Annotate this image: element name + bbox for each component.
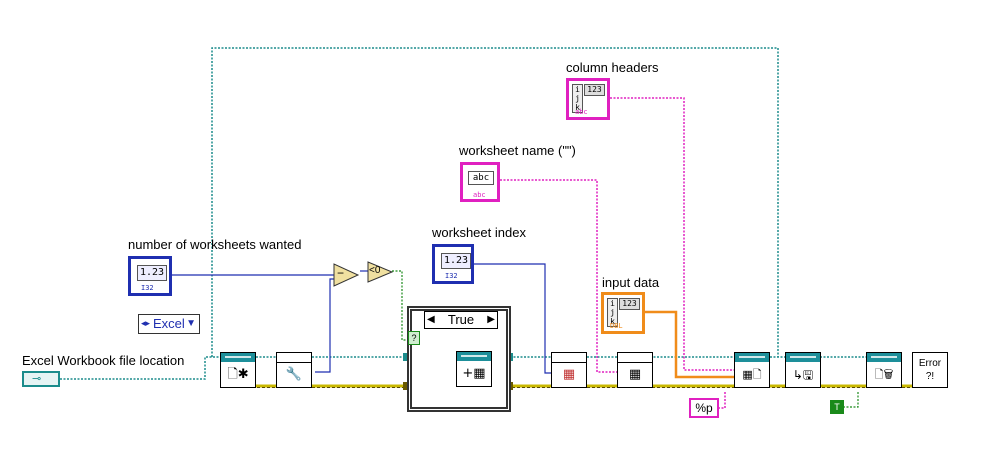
dbl-wire (645, 310, 740, 379)
case-structure[interactable]: ◀ True ▶ ? +▦ (407, 306, 511, 412)
wrench-icon: 🔧 (285, 367, 303, 382)
vi-header (786, 353, 820, 362)
dbl-type-tag: DBL (610, 322, 623, 330)
selector-value: True (447, 312, 475, 327)
boolean-true-constant[interactable]: T (830, 400, 844, 414)
save-icon: ↳🖫 (792, 368, 814, 382)
vi-header (277, 353, 311, 363)
save-report-vi[interactable]: ↳🖫 (785, 352, 821, 388)
vi-header (221, 353, 255, 362)
less-than-zero-operator[interactable] (367, 261, 394, 283)
input-data-control[interactable]: i j k 123 DBL (601, 292, 645, 334)
dispose-icon: 🗋🗑 (874, 368, 894, 381)
string-wire (500, 97, 740, 409)
vi-header (457, 352, 491, 361)
worksheet-index-label: worksheet index (432, 225, 526, 240)
vi-header (867, 353, 901, 362)
ring-increment-icon: ◂▸ (141, 319, 151, 329)
string-type-tag: abc (575, 108, 588, 116)
case-selector-terminal: ? (408, 331, 420, 345)
subtract-operator[interactable] (333, 263, 360, 287)
case-selector[interactable]: ◀ True ▶ (424, 311, 498, 329)
numeric-value-display: 1.23 (137, 265, 167, 281)
new-worksheet-vi[interactable]: +▦ (456, 351, 492, 387)
dispose-report-vi[interactable]: 🗋🗑 (866, 352, 902, 388)
chevron-down-icon[interactable]: ▼ (186, 318, 196, 329)
string-value-display: abc (468, 171, 494, 185)
worksheet-name-control[interactable]: abc abc (460, 162, 500, 202)
worksheet-icon: ▦ (628, 367, 642, 382)
selector-right-arrow[interactable]: ▶ (487, 314, 495, 325)
worksheet-index-control[interactable]: 1.23 I32 (432, 244, 474, 284)
numeric-value-display: 1.23 (441, 253, 471, 269)
selector-left-arrow[interactable]: ◀ (427, 314, 435, 325)
array-index-display: i j k (607, 298, 618, 327)
vi-header (618, 353, 652, 363)
ring-value: Excel (153, 316, 185, 331)
key-icon: ⊸ (32, 372, 42, 385)
report-type-ring[interactable]: ◂▸ Excel ▼ (138, 314, 200, 334)
worksheet-icon: ▦ (562, 367, 576, 382)
column-headers-label: column headers (566, 60, 659, 75)
select-worksheet-vi[interactable]: ▦ (551, 352, 587, 388)
format-string-constant[interactable]: %p (689, 398, 719, 418)
new-worksheet-icon: +▦ (462, 366, 486, 381)
append-table-icon: ▦🗋 (742, 368, 762, 381)
column-headers-control[interactable]: i j k 123 abc (566, 78, 610, 120)
set-property-vi[interactable]: 🔧 (276, 352, 312, 388)
vi-header (735, 353, 769, 362)
number-of-worksheets-label: number of worksheets wanted (128, 237, 302, 252)
number-of-worksheets-control[interactable]: 1.23 I32 (128, 256, 172, 296)
append-table-vi[interactable]: ▦🗋 (734, 352, 770, 388)
excel-file-location-control[interactable]: ⊸ (22, 371, 60, 387)
array-index-display: i j k (572, 84, 583, 113)
numeric-type-tag: I32 (445, 272, 458, 280)
new-report-icon: 🗋✱ (227, 367, 249, 382)
error-icon: Error ?! (918, 358, 942, 382)
excel-file-location-label: Excel Workbook file location (22, 353, 185, 368)
new-report-vi[interactable]: 🗋✱ (220, 352, 256, 388)
vi-header (552, 353, 586, 363)
subtract-symbol: − (337, 266, 345, 280)
numeric-type-tag: I32 (141, 284, 154, 292)
string-type-tag: abc (473, 191, 486, 199)
array-element-display: 123 (619, 298, 640, 310)
worksheet-name-label: worksheet name ("") (459, 143, 576, 158)
input-data-label: input data (602, 275, 660, 290)
less-than-zero-symbol: <0 (369, 265, 381, 276)
boolean-wire (392, 270, 859, 408)
set-worksheet-name-vi[interactable]: ▦ (617, 352, 653, 388)
error-handler-vi[interactable]: Error ?! (912, 352, 948, 388)
array-element-display: 123 (584, 84, 605, 96)
